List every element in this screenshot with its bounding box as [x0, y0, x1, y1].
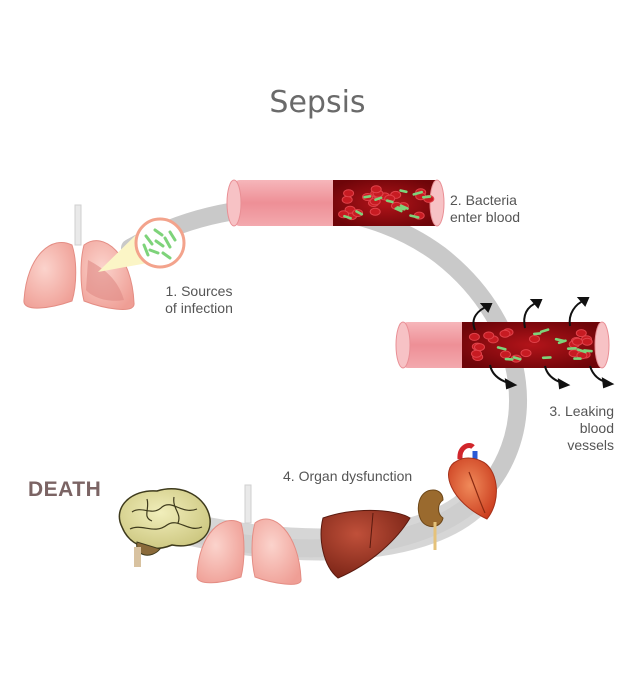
bacterium [409, 214, 420, 219]
red-blood-cell [520, 349, 532, 358]
bacterium [539, 328, 550, 334]
blood-vessel-icon-1 [226, 179, 445, 227]
red-blood-cell [529, 335, 540, 343]
red-blood-cell [370, 185, 382, 194]
bacterium [412, 190, 424, 196]
bacterium [421, 195, 432, 199]
blood-cells-2 [468, 328, 593, 363]
step-2-label: 2. Bacteria enter blood [450, 192, 521, 225]
red-blood-cell [343, 189, 355, 198]
bacterium [374, 196, 383, 201]
red-blood-cell [572, 337, 583, 346]
lungs-icon-2 [196, 484, 302, 585]
bacterium [394, 207, 403, 213]
red-blood-cell [575, 329, 587, 338]
kidney-icon [417, 489, 444, 550]
bacterium [496, 346, 507, 351]
bacterium [399, 204, 409, 210]
bacterium [557, 339, 567, 345]
red-blood-cell [471, 349, 482, 358]
step-3-label: 3. Leaking blood vessels [549, 403, 614, 453]
heart-icon [448, 443, 497, 520]
bacterium [343, 214, 352, 220]
blood-vessel-icon-2 [395, 321, 610, 369]
red-blood-cell [499, 329, 511, 338]
bacterium [396, 206, 406, 211]
lungs-icon [23, 204, 135, 310]
red-blood-cell [341, 195, 353, 204]
red-blood-cell [468, 332, 480, 341]
red-blood-cell [474, 343, 485, 352]
bacterium [582, 349, 593, 353]
step-1-label: 1. Sources of infection [165, 283, 233, 316]
brain-icon [118, 488, 211, 567]
bacterium [532, 332, 542, 336]
step-4-label: 4. Organ dysfunction [283, 468, 413, 484]
liver-icon [320, 510, 411, 579]
bacterium [355, 210, 364, 216]
bacterium [399, 189, 408, 194]
red-blood-cell [500, 350, 511, 359]
bacterium [512, 356, 522, 361]
red-blood-cell [369, 207, 381, 216]
page-title: Sepsis [269, 85, 366, 120]
bacteria-magnifier-icon [134, 217, 186, 269]
death-label: DEATH [28, 478, 102, 501]
red-blood-cell [581, 337, 593, 346]
bacterium [385, 199, 394, 204]
blood-cells-1 [338, 185, 435, 221]
red-blood-cell [483, 331, 495, 340]
bacterium [363, 195, 372, 199]
leak-arrow-icon [472, 297, 615, 390]
